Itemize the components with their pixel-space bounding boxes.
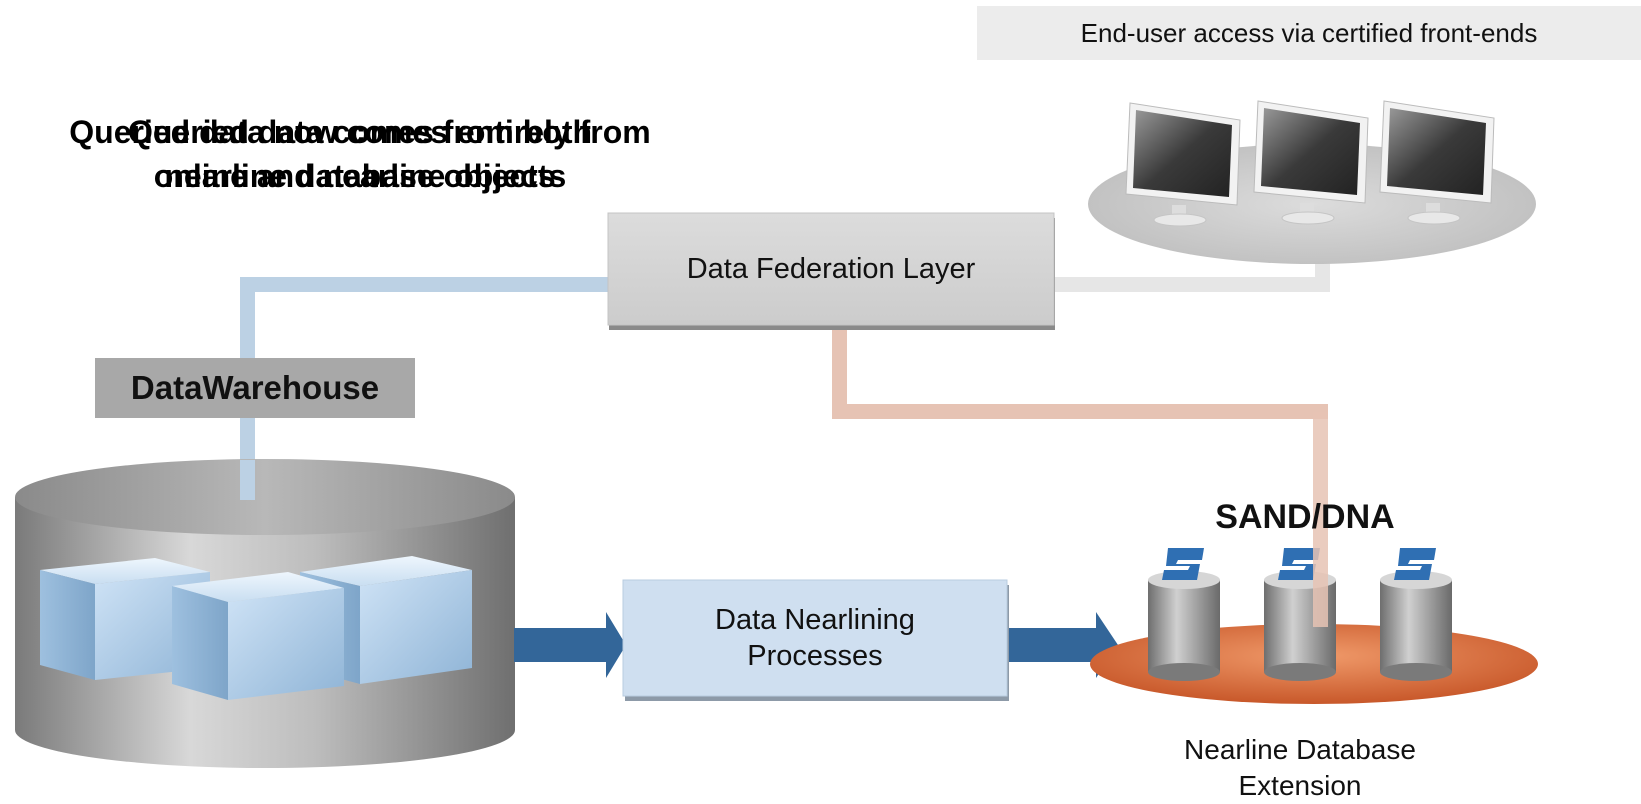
overlay-text-both: Queried data comes from both online and … [127, 114, 593, 194]
overlay-text-nearline: Queried data now comes entirely from nea… [69, 114, 651, 194]
sand-disk-stack-icon [1148, 548, 1220, 681]
data-federation-box [607, 212, 1055, 330]
sand-disk-stack-icon [1380, 548, 1452, 681]
monitor-icon [1379, 100, 1495, 225]
sand-dna-label: SAND/DNA [1215, 497, 1395, 536]
monitor-icon [1253, 100, 1369, 225]
arrow-warehouse-to-nearlining [514, 612, 626, 678]
data-warehouse-label: DataWarehouse [95, 358, 415, 418]
cube-icon [172, 572, 344, 700]
end-user-access-banner: End-user access via certified front-ends [977, 6, 1641, 60]
data-federation-label: Data Federation Layer [686, 252, 976, 285]
sand-disk-stack-icon [1264, 412, 1336, 681]
arrow-nearlining-to-sand [1006, 612, 1118, 678]
nearline-extension-label: Nearline Database Extension [1184, 734, 1416, 801]
data-nearlining-label: Data Nearlining Processes [715, 604, 915, 672]
frontend-clients [1088, 100, 1536, 264]
connector-federation-sand [832, 324, 1328, 419]
data-nearlining-box [622, 579, 1009, 701]
monitor-icon [1125, 102, 1241, 227]
